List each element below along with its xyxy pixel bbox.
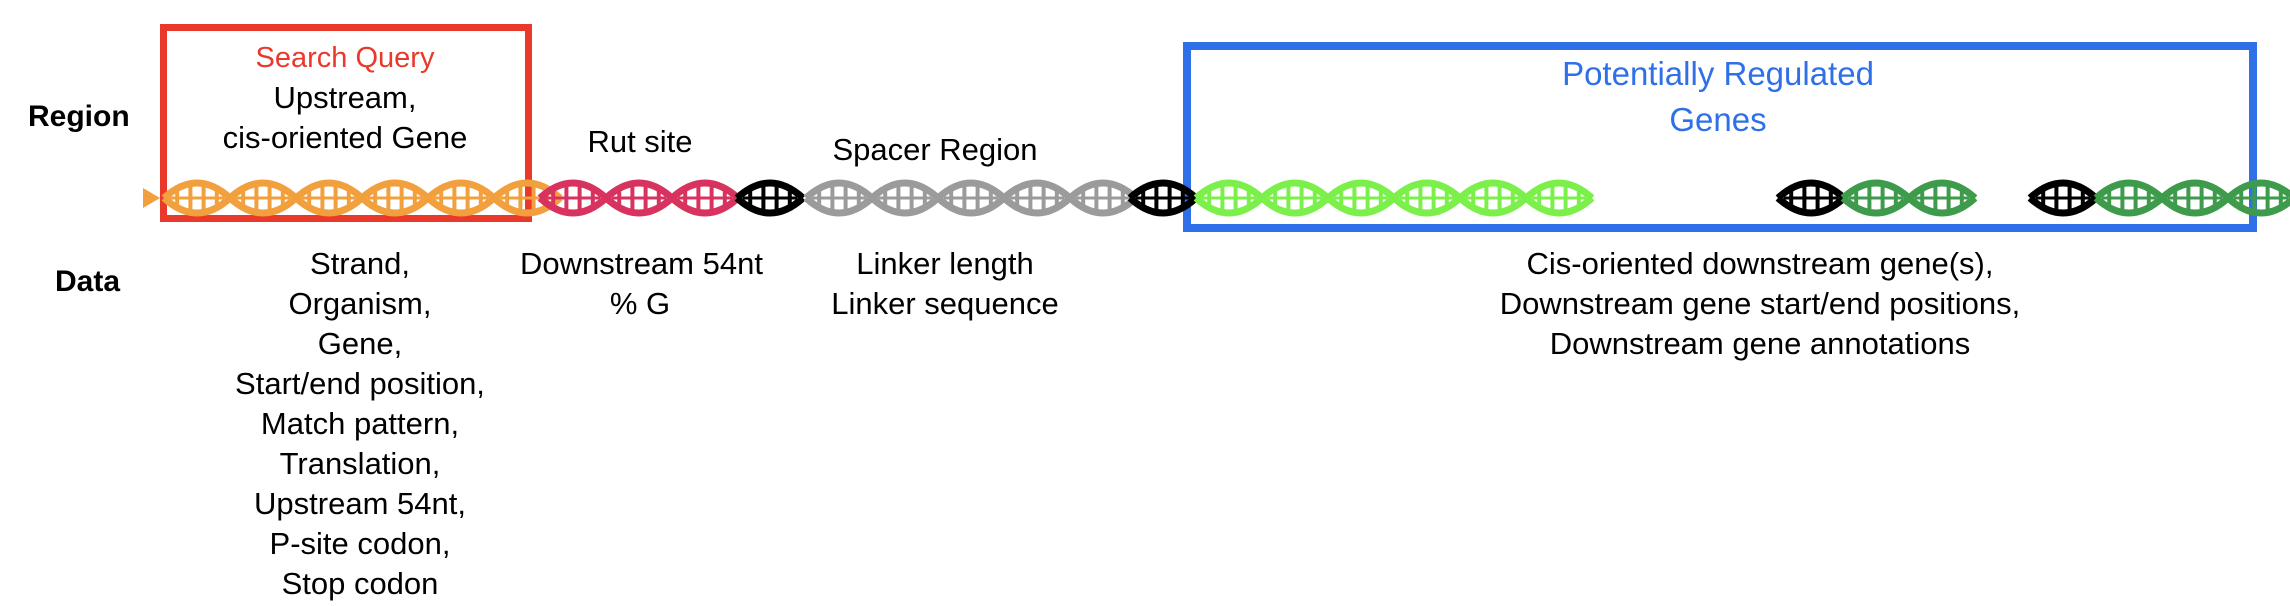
- search-query-data-stop-codon: Stop codon: [281, 566, 439, 601]
- search-query-title: Search Query: [255, 42, 435, 74]
- dna-black-segment: [1127, 179, 1199, 217]
- spacer-region-title: Spacer Region: [832, 132, 1038, 167]
- regulated-genes-box: [1183, 42, 2257, 232]
- dna-orange-segment: [425, 179, 497, 217]
- dna-black-segment: [1775, 179, 1847, 217]
- dna-helix-strip: [143, 179, 2290, 217]
- search-query-data-list: Strand, Organism, Gene, Start/end positi…: [205, 244, 515, 604]
- dna-dark-green-segment: [2093, 179, 2165, 217]
- dna-dark-green-segment: [2225, 179, 2290, 217]
- dna-orange-segment: [227, 179, 299, 217]
- search-query-data-position: Start/end position,: [235, 366, 485, 401]
- dna-light-green-segment: [1523, 179, 1595, 217]
- dna-light-green-segment: [1193, 179, 1265, 217]
- search-query-data-p-site: P-site codon,: [269, 526, 451, 561]
- dna-gray-segment: [803, 179, 875, 217]
- search-query-data-strand: Strand,: [310, 246, 410, 281]
- region-row-label: Region: [28, 100, 130, 133]
- dna-dark-green-segment: [2159, 179, 2231, 217]
- dna-gray-segment: [935, 179, 1007, 217]
- search-query-data-match-pattern: Match pattern,: [260, 406, 460, 441]
- search-query-box: [160, 24, 532, 222]
- dna-start-tip: [143, 188, 160, 208]
- dna-orange-segment: [293, 179, 365, 217]
- dna-light-green-segment: [1391, 179, 1463, 217]
- search-query-subtitle-line1: Upstream,: [273, 80, 417, 115]
- dna-light-green-segment: [1259, 179, 1331, 217]
- dna-orange-segment: [359, 179, 431, 217]
- dna-crimson-segment: [669, 179, 741, 217]
- dna-gray-segment: [1067, 179, 1139, 217]
- data-row-label: Data: [55, 265, 121, 298]
- dna-light-green-segment: [1457, 179, 1529, 217]
- dna-crimson-segment: [537, 179, 609, 217]
- search-query-data-translation: Translation,: [279, 446, 441, 481]
- regulated-data-annotations: Downstream gene annotations: [1549, 326, 1971, 361]
- dna-dark-green-segment: [1906, 179, 1978, 217]
- dna-gray-segment: [1001, 179, 1073, 217]
- dna-dark-green-segment: [1840, 179, 1912, 217]
- spacer-data-linker-length: Linker length: [856, 246, 1034, 281]
- spacer-region-data-list: Linker length Linker sequence: [800, 244, 1090, 324]
- regulated-data-downstream-genes: Cis-oriented downstream gene(s),: [1526, 246, 1994, 281]
- regulated-genes-title-line1: Potentially Regulated: [1562, 55, 1874, 92]
- search-query-subtitle-line2: cis-oriented Gene: [222, 120, 468, 155]
- search-query-data-gene: Gene,: [317, 326, 403, 361]
- dna-gray-segment: [869, 179, 941, 217]
- dna-orange-segment: [161, 179, 233, 217]
- dna-crimson-segment: [603, 179, 675, 217]
- rut-site-data-list: Downstream 54nt % G: [520, 244, 763, 324]
- dna-black-segment: [2027, 179, 2099, 217]
- regulated-genes-data-list: Cis-oriented downstream gene(s), Downstr…: [1480, 244, 2040, 364]
- rut-site-title: Rut site: [587, 124, 693, 159]
- search-query-data-organism: Organism,: [288, 286, 432, 321]
- regulated-genes-title-line2: Genes: [1669, 101, 1767, 138]
- dna-light-green-segment: [1325, 179, 1397, 217]
- rut-site-data-downstream: Downstream 54nt: [520, 246, 763, 281]
- search-query-data-upstream: Upstream 54nt,: [254, 486, 466, 521]
- regulated-data-positions: Downstream gene start/end positions,: [1499, 286, 2021, 321]
- dna-black-segment: [734, 179, 806, 217]
- spacer-data-linker-sequence: Linker sequence: [831, 286, 1059, 321]
- rut-site-data-percent-g: % G: [609, 286, 671, 321]
